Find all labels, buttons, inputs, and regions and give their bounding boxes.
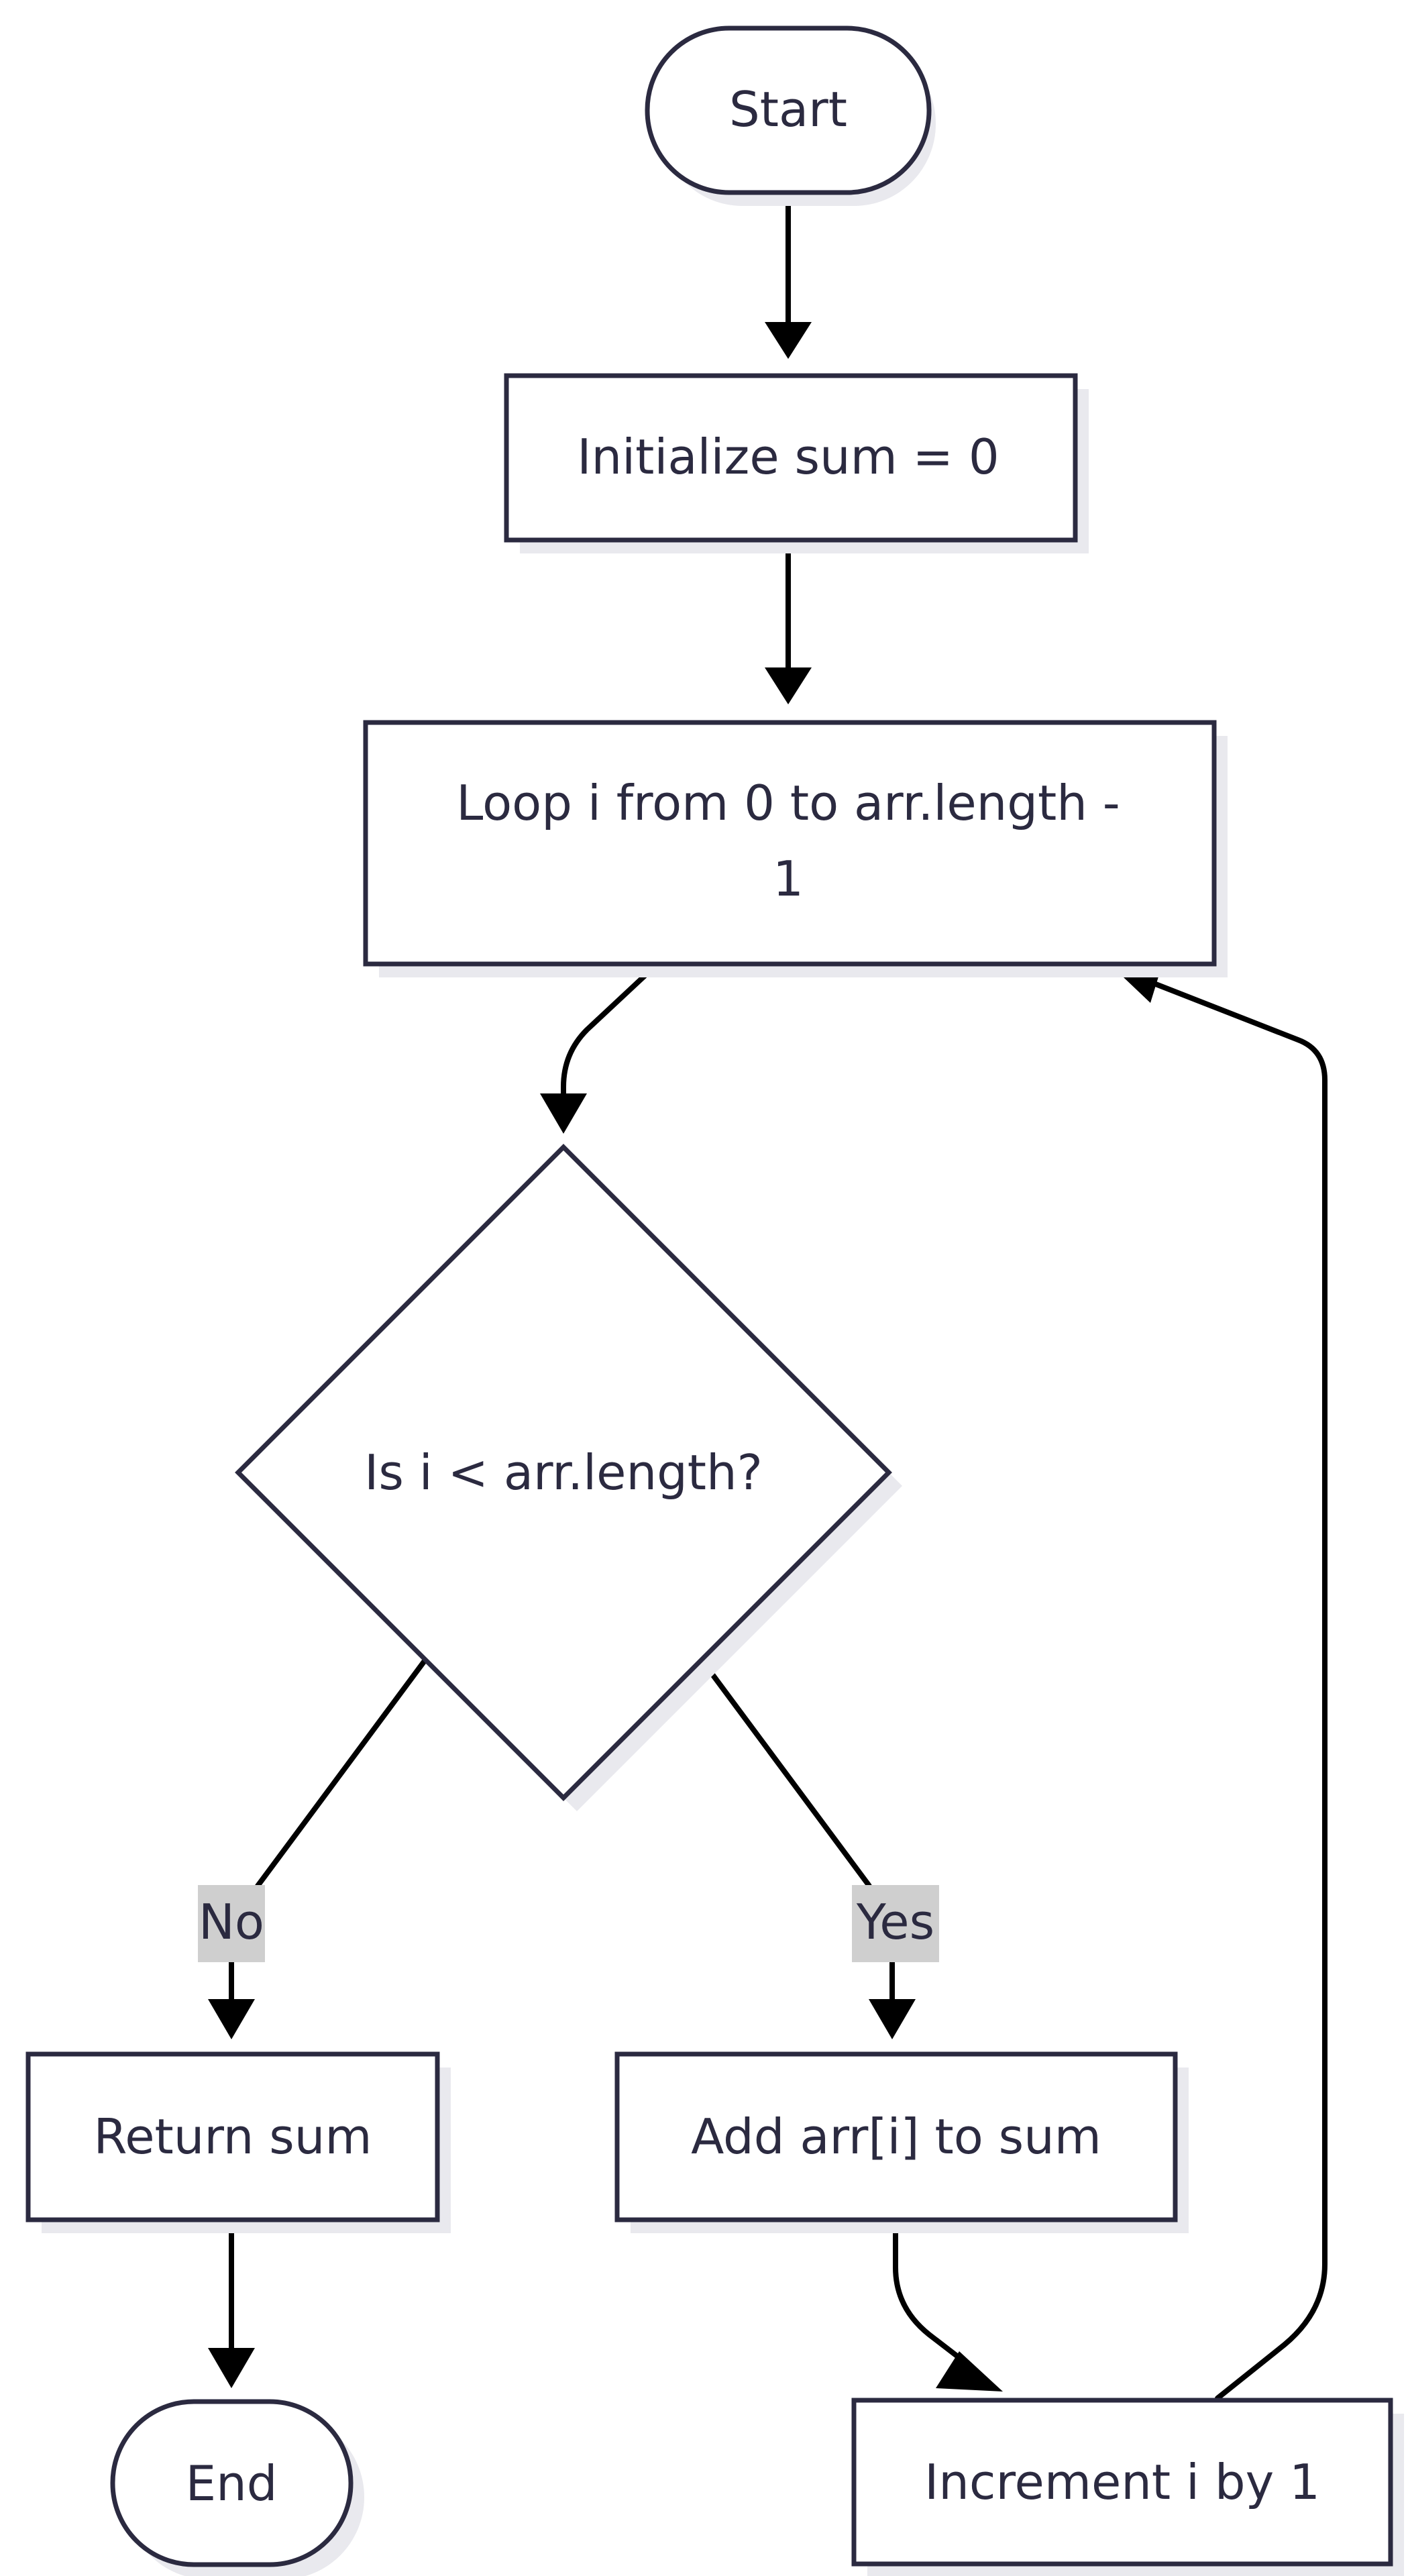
arrowhead-add [869,1999,916,2039]
return-process-shape [25,2051,440,2222]
node-increment: Increment i by 1 [851,2398,1404,2576]
no-label: No [199,1894,264,1950]
arrowhead-increment [936,2351,1003,2392]
node-decision: Is i < arr.length? [235,1144,902,1811]
edge-add-to-increment [893,2216,975,2371]
yes-label: Yes [856,1894,934,1950]
edge-labels: No Yes [198,1885,939,1962]
no-label-background [198,1885,265,1962]
yes-label-background [852,1885,939,1962]
edge-loop-to-decision [561,961,660,1103]
node-return: Return sum [25,2051,451,2233]
edge-increment-to-loop [1138,975,1328,2401]
increment-label: Increment i by 1 [924,2454,1320,2510]
edges [208,189,1328,2401]
node-add: Add arr[i] to sum [614,2051,1189,2233]
node-start: Start [645,25,936,206]
node-init: Initialize sum = 0 [504,373,1089,553]
node-end: End [110,2399,364,2576]
loop-label-line1: Loop i from 0 to arr.length - [456,775,1120,831]
arrowhead-end [208,2348,255,2388]
init-process-shape [504,373,1078,543]
end-label: End [186,2455,278,2512]
start-terminal-shape [645,25,932,195]
arrowhead-init [765,322,812,359]
increment-process-shape [851,2398,1393,2567]
init-label: Initialize sum = 0 [577,429,999,485]
decision-diamond-shape [235,1144,892,1801]
return-label: Return sum [93,2108,372,2165]
arrowhead-loop [765,667,812,704]
loop-label-line2: 1 [773,851,804,907]
decision-label: Is i < arr.length? [364,1444,763,1501]
node-loop: Loop i from 0 to arr.length - 1 [363,720,1228,977]
add-label: Add arr[i] to sum [691,2108,1101,2165]
end-terminal-shape [110,2399,354,2567]
arrowhead-return [208,1999,255,2039]
add-process-shape [614,2051,1178,2222]
arrowhead-decision [540,1093,587,1134]
loop-process-shape [363,720,1217,967]
start-label: Start [729,81,847,138]
